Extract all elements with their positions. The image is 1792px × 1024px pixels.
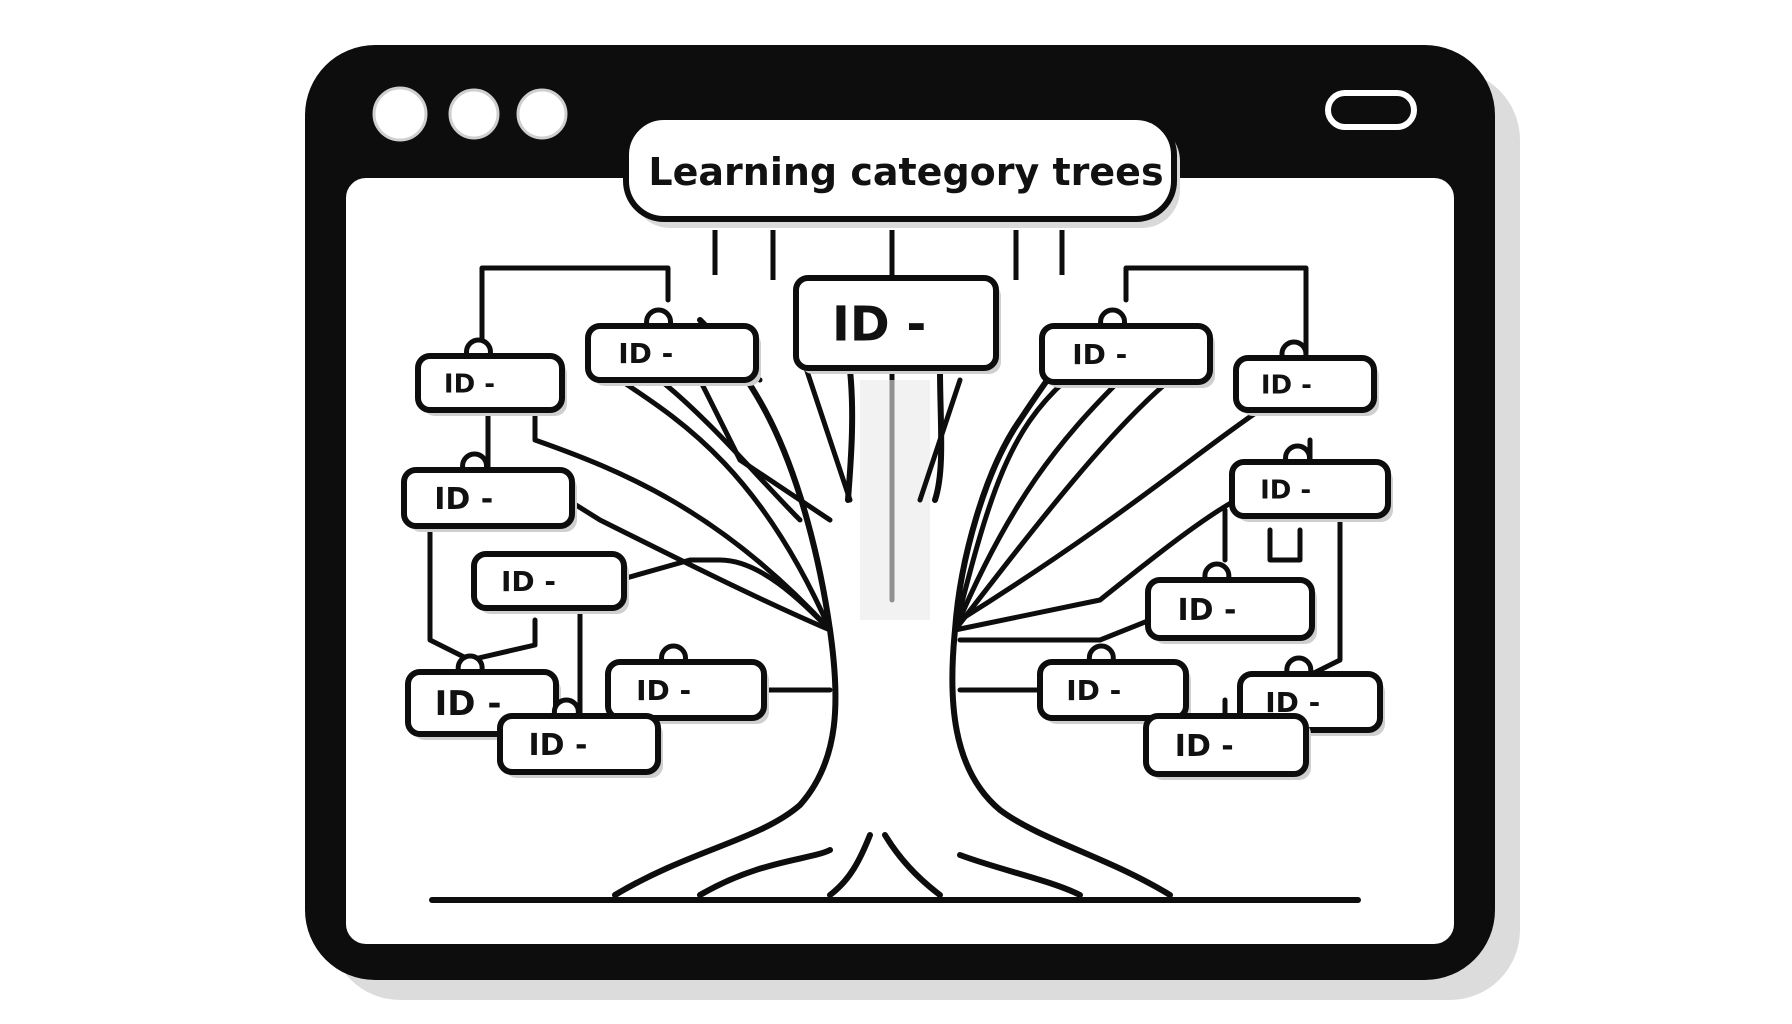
tree-node-9[interactable]: ID - (1233, 339, 1379, 416)
node-label: ID - (1178, 593, 1237, 628)
node-label: ID - (1260, 475, 1311, 505)
node-label: ID - (501, 565, 556, 598)
node-box (1233, 355, 1377, 413)
tree-node-2[interactable]: ID - (585, 307, 761, 386)
node-label: ID - (1261, 370, 1312, 400)
node-label: ID - (528, 728, 587, 763)
branches-left (427, 265, 853, 723)
minimize-dot-icon[interactable] (448, 88, 500, 140)
node-box (1145, 577, 1315, 641)
node-label: ID - (618, 337, 673, 370)
window-pill-button[interactable] (1325, 90, 1417, 130)
tree-node-11[interactable]: ID - (1145, 561, 1317, 644)
maximize-dot-icon[interactable] (516, 88, 568, 140)
close-dot-icon[interactable] (372, 86, 428, 142)
node-box (793, 275, 999, 371)
tree-root-node[interactable]: ID - (793, 275, 1001, 374)
tree-node-7[interactable]: ID - (497, 697, 663, 778)
node-label: ID - (435, 684, 502, 724)
node-box (415, 353, 565, 413)
node-box (1229, 459, 1391, 519)
node-label: ID - (1175, 729, 1234, 764)
tree-node-8[interactable]: ID - (1039, 307, 1215, 388)
node-label: ID - (444, 369, 495, 399)
node-label: ID - (434, 482, 493, 517)
node-label: ID - (636, 674, 691, 707)
window-controls (372, 86, 568, 142)
tree-node-12[interactable]: ID - (1037, 643, 1191, 724)
node-box (585, 323, 759, 383)
tree-node-3[interactable]: ID - (401, 451, 577, 532)
node-box (497, 713, 661, 775)
trunk-shadow (860, 380, 930, 620)
node-box (471, 551, 627, 611)
node-label: ID - (832, 296, 926, 352)
title-pill: Learning category trees (623, 114, 1180, 228)
category-nodes: ID - ID - ID - ID - ID - ID - ID - ID - ID - ID -… (401, 275, 1393, 780)
tree-node-1[interactable]: ID - (415, 337, 567, 416)
node-box (1143, 713, 1309, 777)
window-title: Learning category trees (648, 150, 1163, 194)
node-box (1039, 323, 1213, 385)
node-label: ID - (1066, 674, 1121, 707)
title-supports (712, 230, 1065, 280)
node-box (401, 467, 575, 529)
tree-node-6[interactable]: ID - (605, 643, 769, 724)
tree-node-14[interactable]: ID - (1143, 713, 1311, 780)
node-box (605, 659, 767, 721)
node-box (1037, 659, 1189, 721)
branches-right (917, 265, 1343, 723)
tree-node-4[interactable]: ID - (471, 551, 629, 614)
node-label: ID - (1072, 338, 1127, 371)
tree-node-10[interactable]: ID - (1229, 443, 1393, 522)
